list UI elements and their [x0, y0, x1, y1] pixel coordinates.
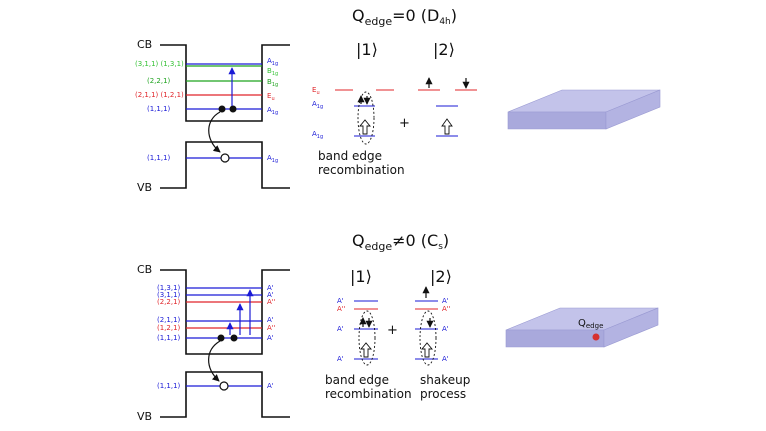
top-ket-2: |2⟩ — [433, 40, 455, 59]
bottom-ket1-diagram: A' A'' A' A' + — [337, 297, 398, 366]
bottom-cb-label: CB — [137, 263, 152, 276]
bottom-left-label-4: (1,2,1) — [157, 324, 181, 332]
bottom-vb-left-label: (1,1,1) — [157, 382, 181, 390]
top-electron-2 — [229, 105, 237, 113]
bottom-ket2-diagram: A' A'' A' A' — [415, 286, 451, 366]
top-recombination-arrow — [208, 111, 221, 153]
bottom-ket1-label-2: A' — [337, 325, 344, 333]
bottom-right-label-0: A' — [267, 284, 274, 292]
bottom-vb-well — [160, 371, 290, 418]
bottom-recombination-arrow — [208, 340, 221, 382]
top-cb-well — [160, 44, 290, 122]
bottom-plus: + — [387, 323, 398, 338]
top-right-label-0: A1g — [267, 57, 278, 67]
bottom-electron-1 — [217, 334, 225, 342]
bottom-caption2-line2: process — [420, 387, 466, 401]
bottom-vb-label: VB — [137, 410, 152, 423]
top-right-label-2: B1g — [267, 78, 278, 88]
top-ket1-hole-arrow — [359, 119, 371, 135]
bottom-cb-well — [160, 269, 290, 355]
bottom-right-label-3: A' — [267, 316, 274, 324]
bottom-left-label-1: (3,1,1) — [157, 291, 181, 299]
top-ket1-label-0: Eu — [312, 86, 320, 96]
bottom-ket1-dotted-loop — [358, 310, 376, 366]
bottom-right-label-1: A' — [267, 291, 274, 299]
bottom-left-label-2: (2,2,1) — [157, 298, 181, 306]
top-ket-1: |1⟩ — [356, 40, 378, 59]
bottom-caption1-line2: recombination — [325, 387, 412, 401]
bottom-ket2-label-0: A' — [442, 297, 449, 305]
bottom-slab: Qedge — [505, 307, 659, 348]
top-left-label-3: (1,1,1) — [147, 105, 171, 113]
bottom-ket1-hole-arrow — [360, 342, 372, 358]
top-left-label-0: (3,1,1) (1,3,1) — [135, 60, 184, 68]
top-ket1-label-2: A1g — [312, 130, 323, 140]
top-vb-label: VB — [137, 181, 152, 194]
top-right-label-1: B1g — [267, 67, 278, 77]
bottom-ket1-label-3: A' — [337, 355, 344, 363]
bottom-left-label-3: (2,1,1) — [157, 316, 181, 324]
top-slab-front — [507, 111, 607, 130]
bottom-ket-2: |2⟩ — [430, 267, 452, 286]
bottom-title: Qedge≠0 (Cs) — [352, 231, 449, 253]
top-plus: + — [399, 116, 410, 131]
bottom-left-label-0: (1,3,1) — [157, 284, 181, 292]
bottom-caption1-line1: band edge — [325, 373, 389, 387]
bottom-ket-1: |1⟩ — [350, 267, 372, 286]
bottom-slab-front — [505, 329, 605, 348]
top-ket1-label-1: A1g — [312, 100, 323, 110]
bottom-ket2-hole-arrow — [421, 342, 433, 358]
bottom-hole — [219, 381, 229, 391]
bottom-ket2-label-1: A'' — [442, 305, 451, 313]
top-slab — [507, 89, 661, 130]
q-edge-label: Qedge — [578, 318, 603, 330]
q-edge-dot — [592, 333, 600, 341]
top-cb-label: CB — [137, 38, 152, 51]
bottom-right-label-2: A'' — [267, 298, 276, 306]
bottom-ket2-label-2: A' — [442, 325, 449, 333]
top-vb-right-label: A1g — [267, 154, 278, 164]
bottom-band-diagram: CB VB (1,3,1) (3,1,1) (2,2,1) (2,1,1) (1… — [137, 263, 290, 423]
top-slab-side — [605, 89, 661, 130]
top-vb-well — [160, 141, 290, 189]
top-caption-line1: band edge — [318, 149, 382, 163]
bottom-slab-side — [603, 307, 659, 348]
top-electron-1 — [218, 105, 226, 113]
top-right-label-3: Eu — [267, 92, 275, 102]
top-right-label-4: A1g — [267, 106, 278, 116]
top-ket2-hole-arrow — [441, 118, 453, 135]
bottom-ket1-label-1: A'' — [337, 305, 346, 313]
bottom-ket2-label-3: A' — [442, 355, 449, 363]
bottom-electron-2 — [230, 334, 238, 342]
top-ket1-dotted-loop — [357, 91, 375, 145]
bottom-left-label-5: (1,1,1) — [157, 334, 181, 342]
top-hole — [220, 153, 230, 163]
bottom-vb-right-label: A' — [267, 382, 274, 390]
top-title: Qedge=0 (D4h) — [352, 6, 457, 28]
bottom-right-label-5: A' — [267, 334, 274, 342]
top-left-label-2: (2,1,1) (1,2,1) — [135, 91, 184, 99]
bottom-caption2-line1: shakeup — [420, 373, 470, 387]
top-left-label-1: (2,2,1) — [147, 77, 171, 85]
top-caption-line2: recombination — [318, 163, 405, 177]
bottom-right-label-4: A'' — [267, 324, 276, 332]
bottom-ket1-label-0: A' — [337, 297, 344, 305]
top-ket1-diagram: Eu A1g A1g + — [312, 86, 410, 145]
top-vb-left-label: (1,1,1) — [147, 154, 171, 162]
top-ket2-diagram — [418, 77, 477, 137]
bottom-ket2-dotted-loop — [419, 310, 437, 366]
top-panel: Qedge=0 (D4h) CB VB (3,1,1) (1,3,1) (2,2… — [135, 6, 661, 194]
top-band-diagram: CB VB (3,1,1) (1,3,1) (2,2,1) (2,1,1) (1… — [135, 38, 290, 194]
bottom-panel: Qedge≠0 (Cs) CB VB (1,3,1) (3,1,1) (2,2,… — [137, 231, 659, 423]
